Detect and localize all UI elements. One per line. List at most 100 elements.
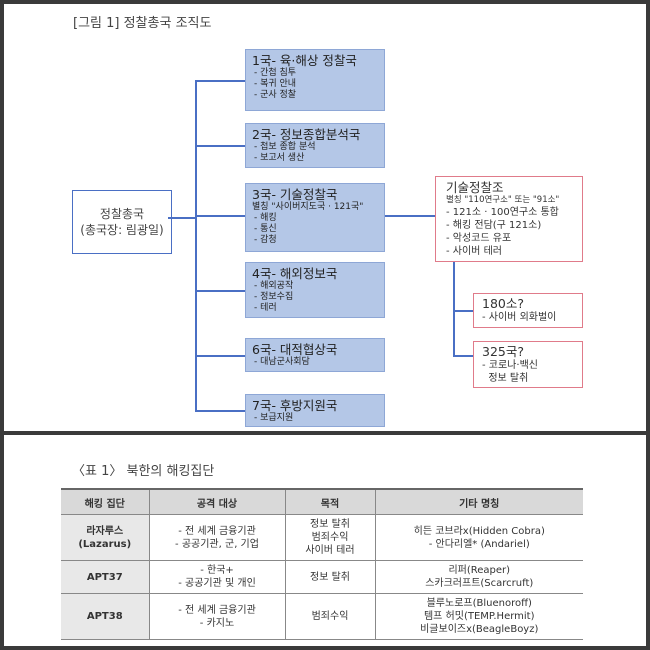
- cell-aliases: 히든 코브라x(Hidden Cobra)- 안다리엘* (Andariel): [374, 514, 583, 561]
- cell-line: 정보 탈취: [310, 571, 350, 583]
- bureau-title: 4국- 해외정보국: [252, 266, 338, 281]
- cell-line: - 전 세계 금융기관: [178, 604, 256, 616]
- header-targets: 공격 대상: [148, 488, 285, 515]
- header-group: 해킹 집단: [61, 488, 149, 515]
- unit-180: 180소? - 사이버 외화벌이: [473, 293, 583, 328]
- header-purpose: 목적: [284, 488, 375, 515]
- bureau-item: - 첩보 종합 분석: [254, 142, 316, 152]
- bureau-1: 1국- 육·해상 정찰국 - 간첩 침투 - 복귀 안내 - 군사 정찰: [245, 49, 385, 111]
- bureau-item: - 복귀 안내: [254, 79, 297, 89]
- cell-line: (Lazarus): [78, 538, 132, 550]
- cell-line: - 카지노: [199, 617, 235, 629]
- cell-line: 블루노로프(Bluenoroff): [426, 598, 532, 609]
- cell-line: - 전 세계 금융기관: [178, 525, 256, 537]
- cell-targets: - 전 세계 금융기관- 카지노: [148, 593, 285, 640]
- tech-unit-item: - 사이버 테러: [446, 246, 502, 257]
- tech-unit-item: - 121소 · 100연구소 통합: [446, 207, 559, 218]
- bureau-item: - 대남군사회담: [254, 357, 310, 367]
- header-aliases: 기타 명칭: [374, 488, 583, 515]
- root-node: 정찰총국 (총국장: 림광일): [72, 190, 172, 254]
- connector: [195, 410, 245, 412]
- cell-line: 라자루스: [86, 525, 124, 537]
- unit-325: 325국? - 코로나·백신 정보 탈취: [473, 341, 583, 388]
- bureau-4: 4국- 해외정보국 - 해외공작 - 정보수집 - 테러: [245, 262, 385, 318]
- unit-item: - 사이버 외화벌이: [482, 312, 557, 323]
- bureau-7: 7국- 후방지원국 - 보급지원: [245, 394, 385, 427]
- connector: [453, 310, 473, 312]
- connector: [195, 290, 245, 292]
- bureau-title: 1국- 육·해상 정찰국: [252, 53, 357, 68]
- bureau-title: 7국- 후방지원국: [252, 398, 338, 413]
- cell-line: APT38: [86, 611, 123, 622]
- bureau-item: - 감청: [254, 235, 277, 245]
- tech-unit-item: - 해킹 전담(구 121소): [446, 220, 542, 231]
- bureau-title: 3국- 기술정찰국: [252, 187, 338, 202]
- cell-purpose: 정보 탈취: [284, 560, 375, 594]
- table-page: 〈표 1〉 북한의 해킹집단 해킹 집단 공격 대상 목적 기타 명칭 라자루스…: [4, 435, 646, 646]
- cell-line: 히든 코브라x(Hidden Cobra): [413, 525, 545, 537]
- cell-line: - 한국+: [200, 565, 234, 576]
- unit-item: 정보 탈취: [482, 373, 529, 384]
- cell-group: 라자루스(Lazarus): [61, 514, 149, 561]
- root-name: 정찰총국: [99, 207, 145, 221]
- cell-line: 정보 탈취: [310, 519, 350, 530]
- connector: [168, 217, 195, 219]
- cell-group: APT38: [61, 593, 149, 640]
- bureau-item: - 보급지원: [254, 413, 294, 423]
- cell-line: 리퍼(Reaper): [448, 565, 511, 576]
- bureau-item: - 정보수집: [254, 292, 294, 302]
- cell-purpose: 범죄수익: [284, 593, 375, 640]
- bureau-item: - 군사 정찰: [254, 90, 297, 100]
- bureau-item: - 간첩 침투: [254, 68, 297, 78]
- cell-line: 사이버 테러: [305, 545, 355, 556]
- cell-line: - 안다리엘* (Andariel): [428, 538, 530, 550]
- cell-line: APT37: [86, 571, 123, 583]
- cell-line: 범죄수익: [311, 532, 349, 543]
- cell-aliases: 리퍼(Reaper) 스카크러프트(Scarcruft): [374, 560, 583, 594]
- bureau-6: 6국- 대적협상국 - 대남군사회담: [245, 338, 385, 372]
- trunk-line: [195, 80, 197, 411]
- org-chart-page: [그림 1] 정찰총국 조직도 정찰총국 (총국장: 림광일) 1국- 육·해상…: [4, 4, 646, 431]
- table-caption: 〈표 1〉 북한의 해킹집단: [72, 464, 215, 479]
- connector: [195, 215, 245, 217]
- cell-line: 템프 허밋(TEMP.Hermit): [423, 611, 535, 622]
- connector: [195, 355, 245, 357]
- branch-line: [453, 262, 455, 355]
- tech-unit-alias: 별칭 "110연구소" 또는 "91소": [446, 195, 560, 205]
- table-row: APT37 - 한국+ - 공공기관 및 개인 정보 탈취 리퍼(Reaper) 스카크러…: [61, 560, 583, 594]
- bureau-2: 2국- 정보종합분석국 - 첩보 종합 분석 - 보고서 생산: [245, 123, 385, 168]
- tech-unit: 기술정찰조 별칭 "110연구소" 또는 "91소" - 121소 · 100연…: [435, 176, 583, 262]
- cell-targets: - 한국+ - 공공기관 및 개인: [148, 560, 285, 594]
- bureau-alias: 별칭 "사이버지도국 · 121국": [252, 202, 364, 212]
- unit-title: 180소?: [482, 296, 524, 311]
- cell-aliases: 블루노로프(Bluenoroff) 템프 허밋(TEMP.Hermit) 비글보이즈…: [374, 593, 583, 640]
- bureau-3: 3국- 기술정찰국 별칭 "사이버지도국 · 121국" - 해킹 - 통신 -…: [245, 183, 385, 252]
- connector: [195, 145, 245, 147]
- root-sub: (총국장: 림광일): [80, 223, 164, 237]
- unit-title: 325국?: [482, 344, 524, 359]
- table-row: APT38 - 전 세계 금융기관- 카지노 범죄수익 블루노로프(Bluenorof…: [61, 593, 583, 640]
- tech-unit-title: 기술정찰조: [446, 180, 504, 195]
- cell-line: 범죄수익: [311, 611, 349, 622]
- hacking-groups-table: 해킹 집단 공격 대상 목적 기타 명칭 라자루스(Lazarus)- 전 세계…: [61, 488, 583, 640]
- connector: [195, 80, 245, 82]
- bureau-item: - 해외공작: [254, 281, 294, 291]
- bureau-item: - 보고서 생산: [254, 153, 305, 163]
- tech-unit-item: - 악성코드 유포: [446, 233, 512, 244]
- bureau-item: - 테러: [254, 303, 277, 313]
- table-header-row: 해킹 집단 공격 대상 목적 기타 명칭: [61, 488, 583, 515]
- connector: [453, 355, 473, 357]
- cell-line: - 공공기관 및 개인: [178, 578, 256, 589]
- bureau-item: - 통신: [254, 224, 277, 234]
- cell-line: 비글보이즈x(BeagleBoyz): [420, 624, 539, 635]
- bureau-title: 2국- 정보종합분석국: [252, 127, 361, 142]
- connector: [385, 215, 435, 217]
- figure-caption: [그림 1] 정찰총국 조직도: [73, 16, 212, 31]
- unit-item: - 코로나·백신: [482, 360, 538, 371]
- cell-line: - 공공기관, 군, 기업: [175, 538, 259, 550]
- cell-targets: - 전 세계 금융기관- 공공기관, 군, 기업: [148, 514, 285, 561]
- cell-line: 스카크러프트(Scarcruft): [425, 578, 534, 589]
- cell-group: APT37: [61, 560, 149, 594]
